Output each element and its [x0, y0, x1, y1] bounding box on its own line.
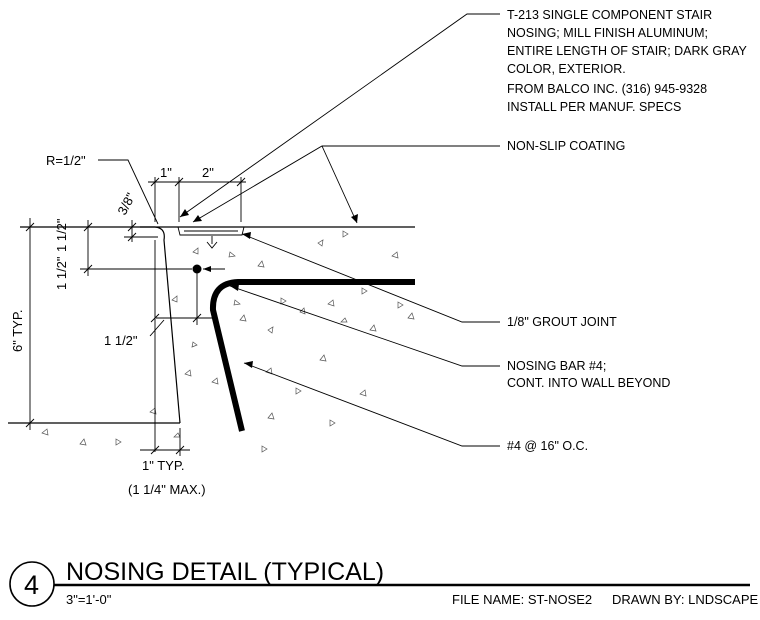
spec-line-1: T-213 SINGLE COMPONENT STAIR [507, 8, 712, 22]
nosing-bar-label-2: CONT. INTO WALL BEYOND [507, 376, 670, 390]
non-slip-label: NON-SLIP COATING [507, 139, 625, 153]
nosing-bar-leader [229, 285, 500, 367]
dimension-lines [22, 177, 246, 456]
nosing-edge [140, 226, 181, 424]
detail-title: NOSING DETAIL (TYPICAL) [66, 558, 384, 586]
spec-line-2: NOSING; MILL FINISH ALUMINUM; [507, 26, 708, 40]
scale-label: 3"=1'-0" [66, 592, 112, 607]
leader-lines [98, 13, 500, 447]
nosing-channel [177, 226, 245, 236]
one-half-vertical-dim-a: 1 1/2" [54, 218, 69, 252]
max-note-dim: (1 1/4" MAX.) [128, 482, 206, 497]
spec-line-6: INSTALL PER MANUF. SPECS [507, 100, 681, 114]
detail-number: 4 [24, 570, 39, 600]
rebar-leader [243, 362, 500, 447]
spec-line-4: COLOR, EXTERIOR. [507, 62, 626, 76]
radius-dim: R=1/2" [46, 153, 86, 168]
grout-leader [241, 233, 500, 323]
two-inch-dim: 2" [202, 165, 214, 180]
rebar-dot [192, 264, 202, 274]
concrete-aggregate [41, 230, 415, 453]
spec-callout: T-213 SINGLE COMPONENT STAIR NOSING; MIL… [507, 8, 748, 114]
drawn-by-label: DRAWN BY: LNDSCAPE [612, 592, 758, 607]
nosing-bar-rebar [209, 279, 415, 432]
six-typ-dim: 6" TYP. [10, 310, 25, 352]
title-block: 4 NOSING DETAIL (TYPICAL) 3"=1'-0" FILE … [9, 558, 758, 607]
stair-profile [8, 226, 415, 424]
spec-line-3: ENTIRE LENGTH OF STAIR; DARK GRAY [507, 44, 748, 58]
one-half-vertical-dim-b: 1 1/2" [54, 256, 69, 290]
nosing-bar-label-1: NOSING BAR #4; [507, 359, 606, 373]
one-inch-typ-dim: 1" TYP. [142, 458, 184, 473]
spec-leader [179, 13, 500, 218]
radius-leader [98, 159, 159, 225]
one-inch-dim: 1" [160, 165, 172, 180]
file-name-label: FILE NAME: ST-NOSE2 [452, 592, 592, 607]
rebar-label: #4 @ 16" O.C. [507, 439, 588, 453]
one-half-horizontal-dim: 1 1/2" [104, 333, 138, 348]
three-eighths-dim: 3/8" [114, 190, 138, 217]
aluminum-nosing-insert [177, 226, 245, 249]
grout-label: 1/8" GROUT JOINT [507, 315, 617, 329]
spec-line-5: FROM BALCO INC. (316) 945-9328 [507, 82, 707, 96]
